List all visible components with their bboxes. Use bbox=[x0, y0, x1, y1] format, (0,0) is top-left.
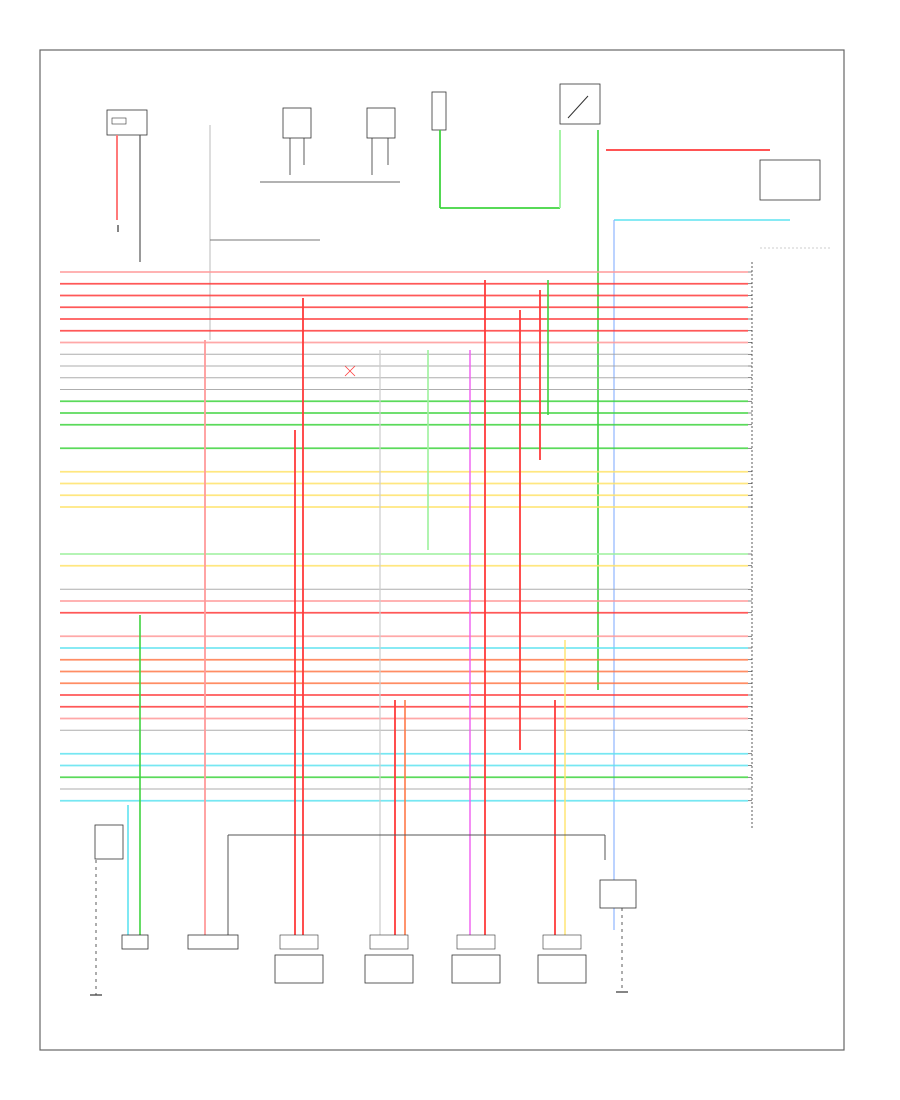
right-relay bbox=[606, 149, 830, 930]
top-sensor-2 bbox=[209, 125, 320, 340]
top-relay bbox=[559, 83, 601, 690]
connector-2 bbox=[121, 934, 149, 950]
diagram-frame bbox=[39, 49, 845, 1051]
connector-1 bbox=[90, 824, 124, 996]
top-sensor-3 bbox=[260, 107, 400, 183]
vertical-harness bbox=[127, 280, 606, 940]
top-switch bbox=[431, 91, 560, 209]
connector-6 bbox=[451, 934, 501, 984]
top-sensor-4 bbox=[366, 107, 396, 175]
wire-bus bbox=[60, 271, 752, 802]
switch-icon bbox=[431, 91, 447, 131]
connector-7 bbox=[537, 934, 587, 984]
sensor-icon bbox=[282, 107, 312, 139]
connector-4 bbox=[274, 934, 324, 984]
connector-3 bbox=[187, 934, 239, 950]
relay-icon bbox=[759, 159, 821, 201]
connector-5 bbox=[364, 934, 414, 984]
sensor-icon bbox=[366, 107, 396, 139]
crossover-x bbox=[344, 365, 356, 377]
top-left-sensor bbox=[106, 109, 148, 262]
relay-icon bbox=[559, 83, 601, 125]
sensor-icon bbox=[106, 109, 148, 136]
connector-8 bbox=[599, 879, 637, 993]
bottom-connectors bbox=[90, 824, 637, 996]
